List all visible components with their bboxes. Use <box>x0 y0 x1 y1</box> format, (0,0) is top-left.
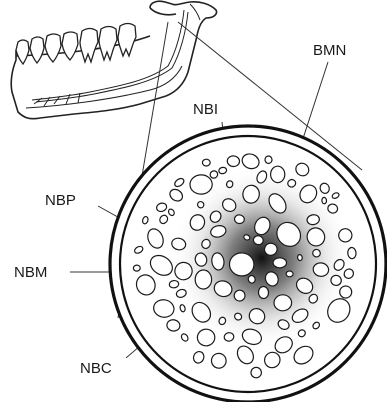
tooth-6 <box>99 27 117 61</box>
fascicle <box>169 280 179 288</box>
fascicle <box>258 286 269 299</box>
fascicle <box>347 247 356 259</box>
fascicle <box>273 258 287 268</box>
tooth-5 <box>80 29 98 63</box>
label-nbp: NBP <box>45 192 76 209</box>
nerve-cross-section <box>110 126 386 402</box>
tooth-2 <box>30 37 44 63</box>
fascicle <box>297 254 303 261</box>
fascicle <box>286 271 293 277</box>
label-nbi: NBI <box>193 101 218 118</box>
fascicle <box>202 159 210 166</box>
fascicle <box>190 175 213 195</box>
fascicle <box>133 265 140 271</box>
mandibular-notch <box>150 8 176 15</box>
label-bmn: BMN <box>313 42 346 59</box>
label-nbm: NBM <box>14 264 47 281</box>
label-nbc: NBC <box>80 360 112 377</box>
fascicle <box>274 295 292 311</box>
tooth-1 <box>16 40 29 64</box>
fascicle <box>195 270 212 289</box>
tooth-4 <box>62 32 78 60</box>
fascicle <box>270 166 284 183</box>
tooth-3 <box>45 34 61 62</box>
teeth-row <box>16 24 136 65</box>
tooth-7 <box>118 24 136 57</box>
fascicle <box>322 197 327 204</box>
fascicle <box>227 155 240 167</box>
